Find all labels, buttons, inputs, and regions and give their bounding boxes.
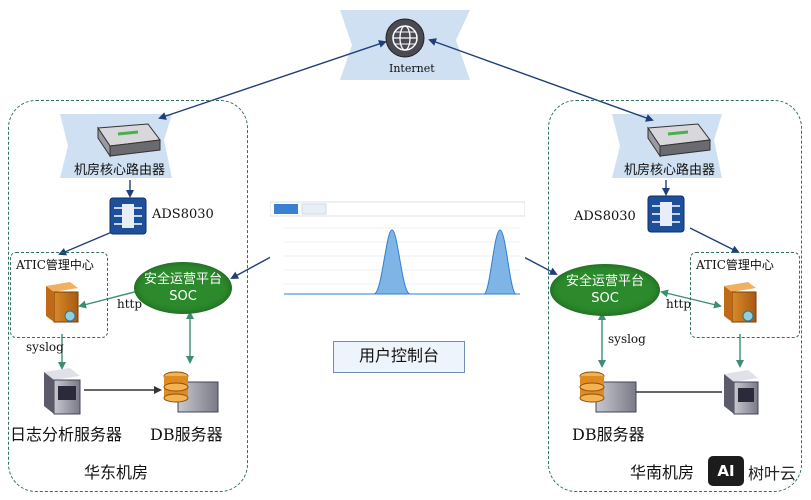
log-server-label: 日志分析服务器 (10, 425, 123, 444)
link-east-atic-soc (78, 287, 144, 309)
south-router-icon (647, 123, 711, 158)
east-router-icon (97, 123, 161, 158)
east-http-label: http (117, 297, 143, 311)
east-db-label: DB服务器 (150, 425, 223, 444)
dashboard-preview-graphic (269, 201, 526, 295)
east-soc-title: 安全运营平台 (143, 272, 222, 287)
south-db-server-icon (579, 371, 637, 413)
south-db-label: DB服务器 (572, 425, 645, 444)
south-atic-region (690, 252, 800, 338)
south-atic-server-icon (724, 282, 757, 323)
globe-icon (385, 18, 425, 58)
south-http-label: http (666, 297, 692, 311)
south-soc-subtitle: SOC (591, 291, 619, 306)
south-ads-label: ADS8030 (574, 209, 636, 224)
south-region-label: 华南机房 (630, 463, 695, 482)
south-region (548, 100, 802, 492)
south-router-label: 机房核心路由器 (624, 163, 716, 178)
east-ads-label: ADS8030 (152, 207, 214, 222)
link-south-soc-atic (660, 289, 722, 309)
south-ads-icon (647, 195, 685, 233)
east-ads-icon (109, 197, 147, 235)
link-internet-east (158, 40, 387, 120)
link-east-ads-atic (58, 231, 113, 256)
south-atic-label: ATIC管理中心 (696, 258, 774, 272)
dashboard-preview (269, 190, 526, 318)
east-soc-node: 安全运营平台 SOC (134, 262, 232, 314)
east-db-server-icon (163, 371, 219, 413)
east-atic-server-icon (46, 282, 79, 323)
east-atic-label: ATIC管理中心 (16, 258, 94, 272)
link-internet-south (428, 38, 654, 122)
internet-label: Internet (389, 62, 435, 75)
south-soc-title: 安全运营平台 (565, 274, 644, 289)
east-syslog-label: syslog (26, 340, 64, 354)
east-region-label: 华东机房 (84, 463, 149, 482)
watermark-text: 树叶云 (748, 464, 797, 483)
east-soc-subtitle: SOC (169, 289, 197, 304)
south-syslog-label: syslog (608, 332, 646, 346)
east-router-label: 机房核心路由器 (74, 163, 166, 178)
user-console-box: 用户控制台 (333, 341, 465, 373)
watermark-logo: AI (708, 456, 744, 486)
south-soc-node: 安全运营平台 SOC (550, 264, 660, 316)
east-region (8, 100, 248, 492)
east-atic-region (10, 252, 108, 338)
log-server-icon (44, 368, 81, 415)
south-server-icon (724, 370, 759, 415)
link-south-ads-atic (689, 227, 740, 253)
